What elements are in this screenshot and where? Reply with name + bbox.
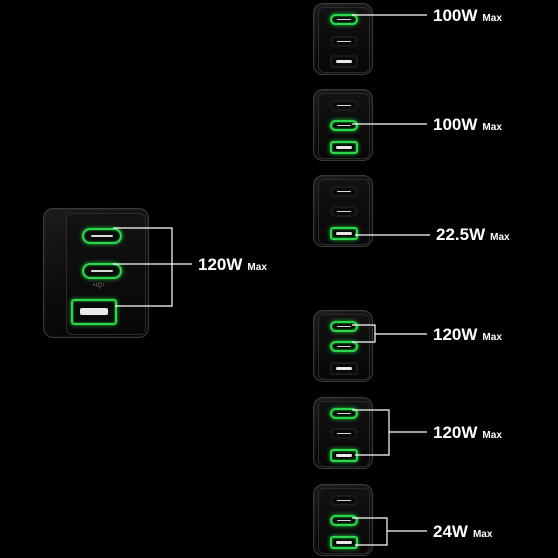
power-unit: Max [472,529,493,540]
power-value: 120W [433,423,478,442]
brand-logo: •IQ³ [93,283,105,289]
power-label-config-6: 24W Max [433,523,492,541]
usb-c-port-2 [330,36,358,47]
usb-a-port [330,362,358,375]
power-label-all-ports: 120W Max [198,256,267,274]
charger-config-2 [313,89,373,161]
usb-c-port-1 [330,186,358,197]
charger-all-ports: •IQ³ [43,208,149,338]
usb-c-port-2 [330,120,358,131]
power-value: 120W [198,255,243,274]
usb-c-port-1 [330,495,358,506]
charger-front-panel [318,488,370,554]
charger-front-panel [318,314,370,380]
power-value: 22.5W [436,225,486,244]
power-unit: Max [482,332,502,343]
power-label-config-5: 120W Max [433,424,502,442]
power-value: 120W [433,325,478,344]
usb-c-port-1 [330,321,358,332]
usb-c-port-2 [82,263,122,279]
power-label-config-1: 100W Max [433,7,502,25]
usb-a-port [330,141,358,154]
usb-c-port-1 [330,408,358,419]
charger-config-4 [313,310,373,382]
charger-front-panel [318,93,370,159]
charger-config-6 [313,484,373,556]
charger-front-panel [318,7,370,73]
usb-a-port [330,227,358,240]
charger-config-3 [313,175,373,247]
power-unit: Max [490,232,510,243]
power-value: 24W [433,522,468,541]
usb-c-port-1 [330,100,358,111]
power-unit: Max [482,430,502,441]
charger-front-panel: •IQ³ [66,213,146,335]
usb-c-port-1 [330,14,358,25]
power-unit: Max [482,13,502,24]
power-value: 100W [433,115,478,134]
power-value: 100W [433,6,478,25]
charger-config-5 [313,397,373,469]
charger-front-panel [318,401,370,467]
usb-a-port [330,449,358,462]
usb-a-port [71,299,117,325]
power-label-config-4: 120W Max [433,326,502,344]
charger-front-panel [318,179,370,245]
charger-config-1 [313,3,373,75]
usb-a-port [330,55,358,68]
power-unit: Max [482,122,502,133]
power-label-config-2: 100W Max [433,116,502,134]
power-label-config-3: 22.5W Max [436,226,510,244]
power-unit: Max [247,262,267,273]
usb-c-port-2 [330,515,358,526]
usb-c-port-1 [82,228,122,244]
usb-c-port-2 [330,206,358,217]
usb-c-port-2 [330,428,358,439]
usb-a-port [330,536,358,549]
usb-c-port-2 [330,341,358,352]
